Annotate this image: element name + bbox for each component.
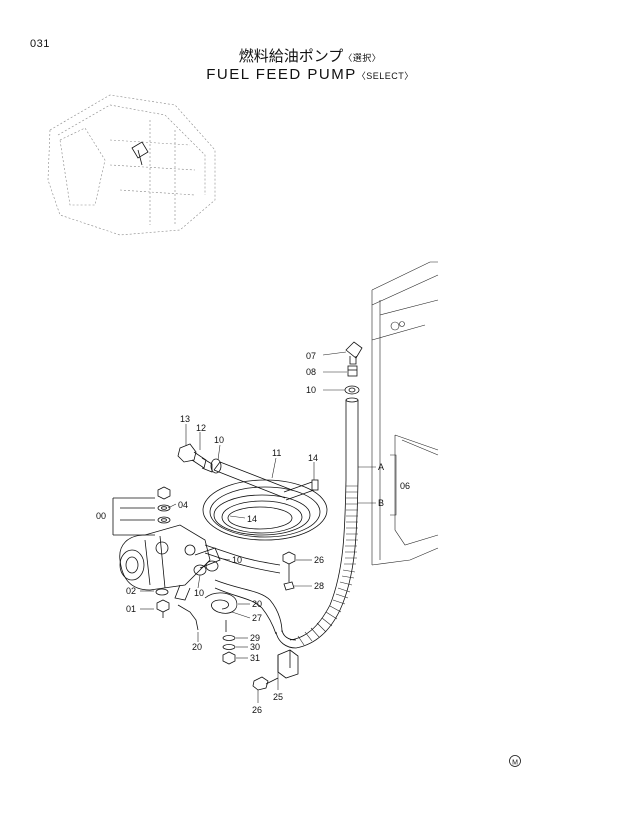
callout-20-coil: 20: [252, 599, 262, 609]
callout-31: 31: [250, 653, 260, 663]
footer-mark: M: [509, 755, 521, 767]
callout-07: 07: [306, 351, 316, 361]
callout-06: 06: [400, 481, 410, 491]
callout-13: 13: [180, 414, 190, 424]
callout-27: 27: [252, 613, 262, 623]
callout-04: 04: [178, 500, 188, 510]
callout-labels: 07 08 10 13 12 10 11 14 A B 06 00 04 14 …: [96, 351, 410, 715]
callout-30: 30: [250, 642, 260, 652]
footer-mark-letter: M: [512, 760, 518, 767]
callout-29: 29: [250, 633, 260, 643]
callout-10-right: 10: [232, 555, 242, 565]
title-en-select: 〈SELECT〉: [356, 71, 414, 81]
callout-25: 25: [273, 692, 283, 702]
callout-00: 00: [96, 511, 106, 521]
page-number: 031: [30, 38, 50, 50]
title-english: FUEL FEED PUMP〈SELECT〉: [0, 66, 620, 83]
leader-lines: [140, 351, 397, 703]
callout-12: 12: [196, 423, 206, 433]
machine-body-outline: [371, 261, 439, 566]
callout-02: 02: [126, 586, 136, 596]
callout-B: B: [378, 498, 384, 508]
lower-left-hardware: [155, 551, 296, 665]
hardware-stack: [112, 486, 171, 536]
callout-14-coil: 14: [247, 514, 257, 524]
fuel-pump-body: [119, 524, 283, 635]
callout-28: 28: [314, 581, 324, 591]
nozzle-set: [177, 443, 222, 474]
title-jp-main: 燃料給油ポンプ: [238, 47, 344, 65]
callout-10-lower: 10: [194, 588, 204, 598]
callout-11: 11: [272, 448, 281, 458]
excavator-thumbnail: [47, 94, 216, 236]
callout-A: A: [378, 462, 384, 472]
title-japanese: 燃料給油ポンプ〈選択〉: [0, 45, 620, 66]
callout-26-lower: 26: [252, 705, 262, 715]
callout-08: 08: [306, 367, 316, 377]
callout-14-top: 14: [308, 453, 318, 463]
callout-26-upper: 26: [314, 555, 324, 565]
coiled-hose: [202, 461, 328, 541]
title-en-main: FUEL FEED PUMP: [206, 66, 357, 83]
callout-10-nozzle: 10: [214, 435, 224, 445]
callout-20-wire: 20: [192, 642, 202, 652]
callout-01: 01: [126, 604, 136, 614]
title-jp-select: 〈選択〉: [343, 54, 382, 64]
callout-10-upper: 10: [306, 385, 316, 395]
